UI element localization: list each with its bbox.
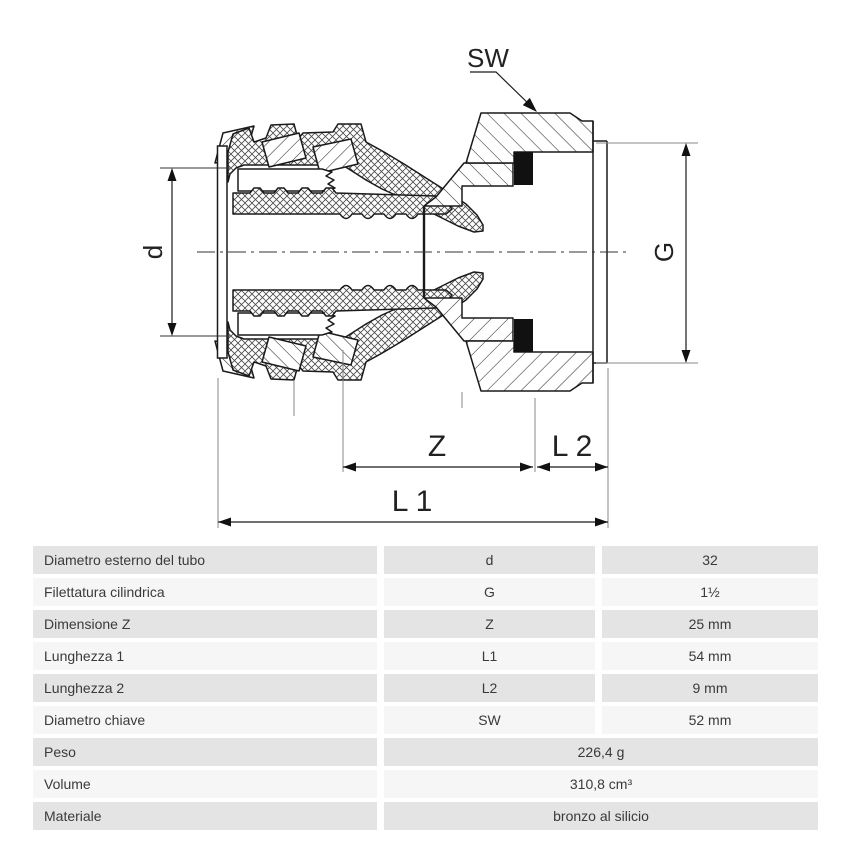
- spec-label: Filettatura cilindrica: [33, 578, 377, 606]
- spec-value: 25 mm: [602, 610, 818, 638]
- spec-value: 32: [602, 546, 818, 574]
- spec-value: 54 mm: [602, 642, 818, 670]
- table-row: Dimensione Z Z 25 mm: [33, 610, 818, 638]
- spec-symbol: Z: [384, 610, 595, 638]
- spec-label: Materiale: [33, 802, 377, 830]
- spec-label: Dimensione Z: [33, 610, 377, 638]
- dim-label-l2: L 2: [552, 430, 593, 463]
- technical-drawing: SW d G Z L 2 L 1: [138, 43, 698, 528]
- fitting-cross-section: SW d G Z L 2 L 1: [138, 43, 698, 528]
- table-row: Filettatura cilindrica G 1½: [33, 578, 818, 606]
- dim-label-z: Z: [428, 430, 446, 463]
- spec-symbol: L1: [384, 642, 595, 670]
- table-row: Lunghezza 1 L1 54 mm: [33, 642, 818, 670]
- spec-value: 9 mm: [602, 674, 818, 702]
- table-row: Diametro chiave SW 52 mm: [33, 706, 818, 734]
- seal-ring: [514, 152, 533, 185]
- barbed-band: [232, 187, 453, 220]
- release-sleeve: [237, 168, 336, 192]
- spec-value: bronzo al silicio: [384, 802, 818, 830]
- spec-symbol: SW: [384, 706, 595, 734]
- table-row: Peso 226,4 g: [33, 738, 818, 766]
- d-extension-lines: [160, 167, 230, 337]
- table-row: Diametro esterno del tubo d 32: [33, 546, 818, 574]
- dim-label-l1: L 1: [392, 485, 433, 518]
- grip-wedge: [312, 138, 359, 174]
- dim-label-d: d: [138, 245, 168, 259]
- spec-label: Diametro esterno del tubo: [33, 546, 377, 574]
- spec-label: Diametro chiave: [33, 706, 377, 734]
- spec-symbol: G: [384, 578, 595, 606]
- spec-label: Lunghezza 2: [33, 674, 377, 702]
- dim-label-sw: SW: [467, 43, 509, 73]
- spec-symbol: L2: [384, 674, 595, 702]
- table-row: Volume 310,8 cm³: [33, 770, 818, 798]
- dim-label-g: G: [649, 242, 679, 262]
- grip-wedge: [261, 132, 307, 168]
- spec-value: 1½: [602, 578, 818, 606]
- spec-label: Lunghezza 1: [33, 642, 377, 670]
- extension-lines: [217, 142, 698, 528]
- spec-table: Diametro esterno del tubo d 32 Filettatu…: [33, 546, 818, 830]
- spec-symbol: d: [384, 546, 595, 574]
- spec-value: 226,4 g: [384, 738, 818, 766]
- table-row: Materiale bronzo al silicio: [33, 802, 818, 830]
- spec-value: 310,8 cm³: [384, 770, 818, 798]
- spec-label: Volume: [33, 770, 377, 798]
- spec-value: 52 mm: [602, 706, 818, 734]
- dimension-arrows: [167, 97, 691, 527]
- spec-label: Peso: [33, 738, 377, 766]
- body-flange: [423, 162, 514, 207]
- table-row: Lunghezza 2 L2 9 mm: [33, 674, 818, 702]
